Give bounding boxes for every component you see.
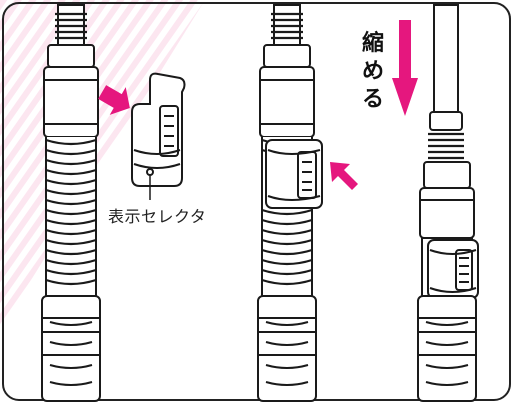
arrow-up-left-icon <box>330 162 358 190</box>
pole-middle <box>257 4 323 402</box>
display-selector-label: 表示セレクタ <box>108 207 207 226</box>
arrow-right-icon <box>98 85 130 115</box>
shrink-char-1: 縮 <box>361 31 384 56</box>
shrink-label: 縮 め る <box>358 30 388 114</box>
arrow-down-icon <box>392 20 418 116</box>
pole-right <box>417 4 479 402</box>
shrink-char-2: め <box>361 59 384 84</box>
shrink-char-3: る <box>361 87 384 112</box>
pole-left <box>41 4 101 402</box>
display-selector-clip <box>131 72 186 200</box>
